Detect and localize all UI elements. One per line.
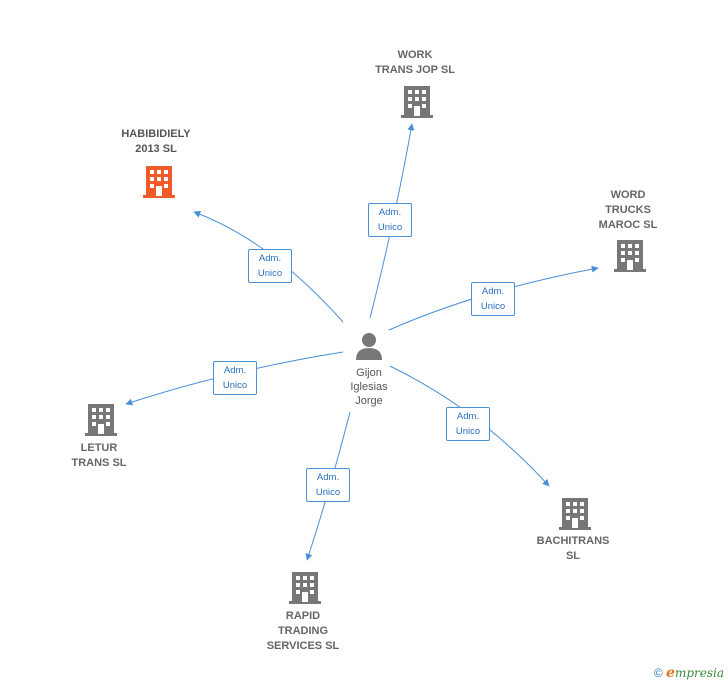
building-icon-habibidiely[interactable]: [143, 164, 175, 198]
building-icon-word[interactable]: [614, 238, 646, 272]
edge-label-word: Adm. Unico: [471, 282, 515, 316]
building-icon-letur[interactable]: [85, 402, 117, 436]
person-icon: [356, 333, 382, 360]
copyright-icon: ©: [653, 666, 663, 680]
building-icon-rapid[interactable]: [289, 570, 321, 604]
edge-label-letur: Adm. Unico: [213, 361, 257, 395]
brand-logo-e: e: [666, 665, 675, 681]
building-icon-bachitrans[interactable]: [559, 496, 591, 530]
company-label-bachitrans[interactable]: BACHITRANS SL: [536, 535, 610, 562]
company-label-work[interactable]: WORK TRANS JOP SL: [375, 49, 455, 76]
center-person-name[interactable]: Gijon Iglesias Jorge: [350, 367, 388, 407]
company-label-word[interactable]: WORD TRUCKS MAROC SL: [598, 189, 658, 231]
company-label-letur[interactable]: LETUR TRANS SL: [71, 442, 127, 469]
brand-logo-text: mpresia: [674, 666, 724, 680]
edge-label-rapid: Adm. Unico: [306, 468, 350, 502]
edge-label-bachitrans: Adm. Unico: [446, 407, 490, 441]
edge-label-habibidiely: Adm. Unico: [248, 249, 292, 283]
building-icon-work[interactable]: [401, 84, 433, 118]
company-label-habibidiely[interactable]: HABIBIDIELY 2013 SL: [121, 128, 191, 155]
company-label-rapid[interactable]: RAPID TRADING SERVICES SL: [266, 610, 340, 652]
edge-label-work: Adm. Unico: [368, 203, 412, 237]
footer-brand: © empresia: [654, 665, 724, 681]
